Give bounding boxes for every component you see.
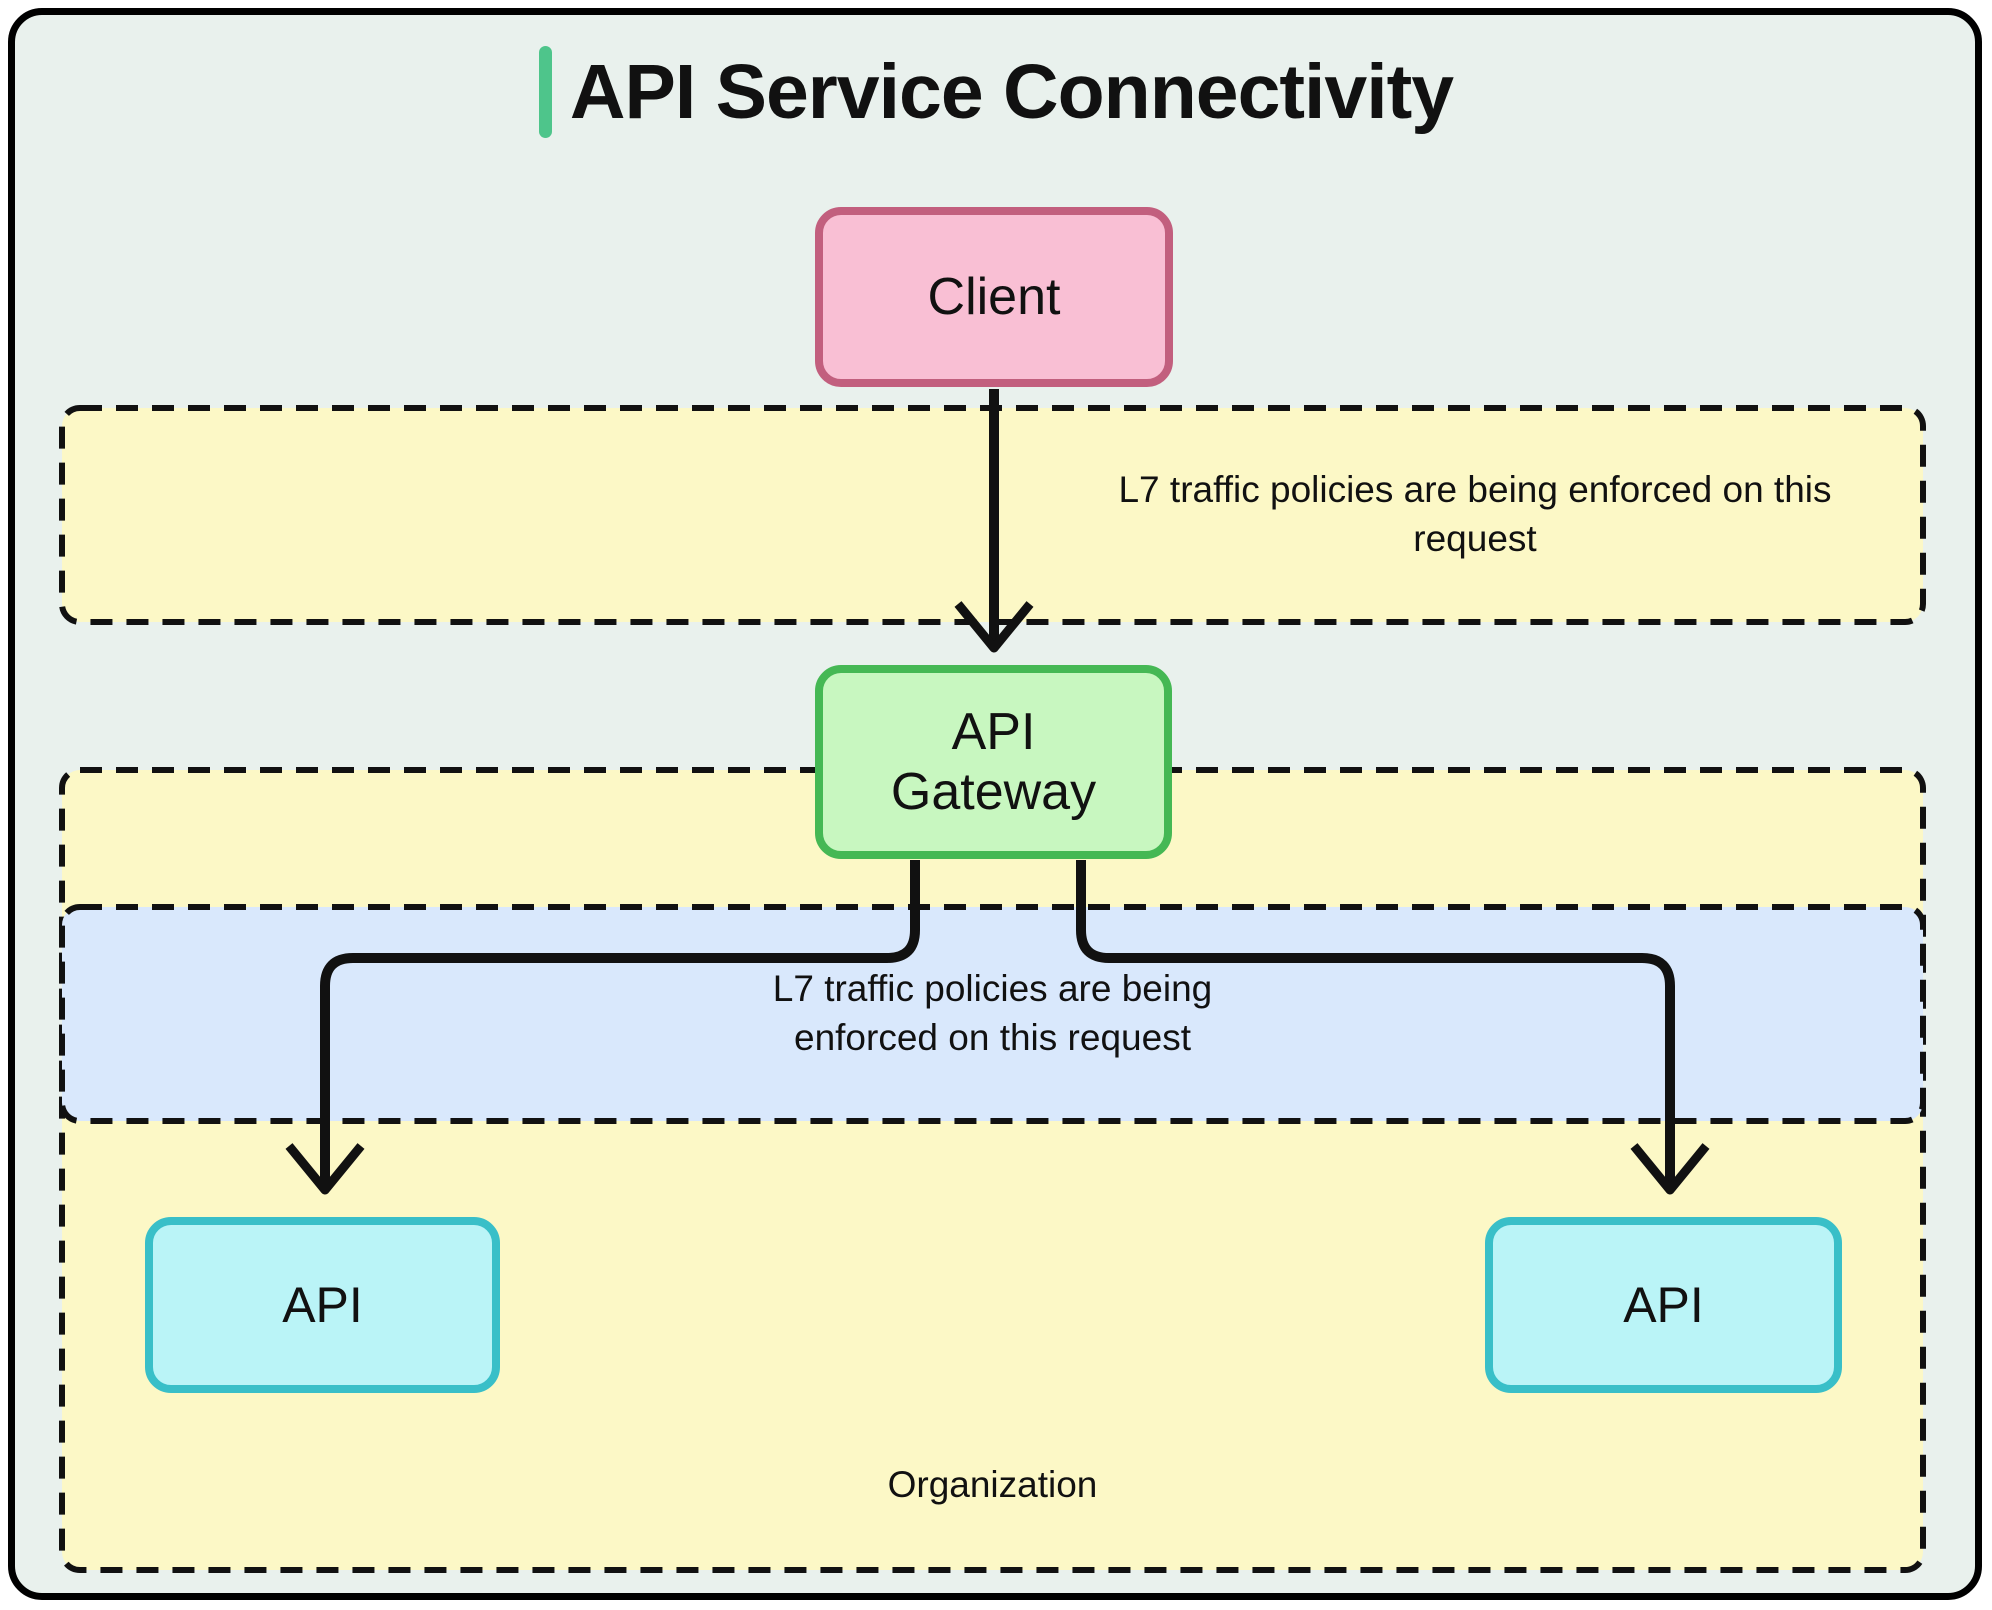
note-gateway-request-text: L7 traffic policies are being enforced o…	[772, 968, 1213, 1058]
organization-group-label: Organization	[887, 1464, 1098, 1505]
node-api-left-label: API	[282, 1277, 363, 1333]
node-api-gateway-label: API Gateway	[890, 702, 1097, 821]
title-accent-bar	[538, 46, 552, 138]
node-client: Client	[815, 207, 1173, 387]
diagram-title: API Service Connectivity	[569, 48, 1454, 135]
node-api-right: API	[1485, 1217, 1842, 1393]
organization-group-band	[59, 767, 1926, 1573]
node-api-right-label: API	[1623, 1277, 1704, 1333]
node-client-label: Client	[927, 267, 1061, 326]
node-api-left: API	[145, 1217, 500, 1393]
node-api-gateway: API Gateway	[815, 665, 1172, 859]
diagram-title-row: API Service Connectivity	[0, 46, 1992, 138]
note-client-request-text: L7 traffic policies are being enforced o…	[1118, 469, 1832, 559]
